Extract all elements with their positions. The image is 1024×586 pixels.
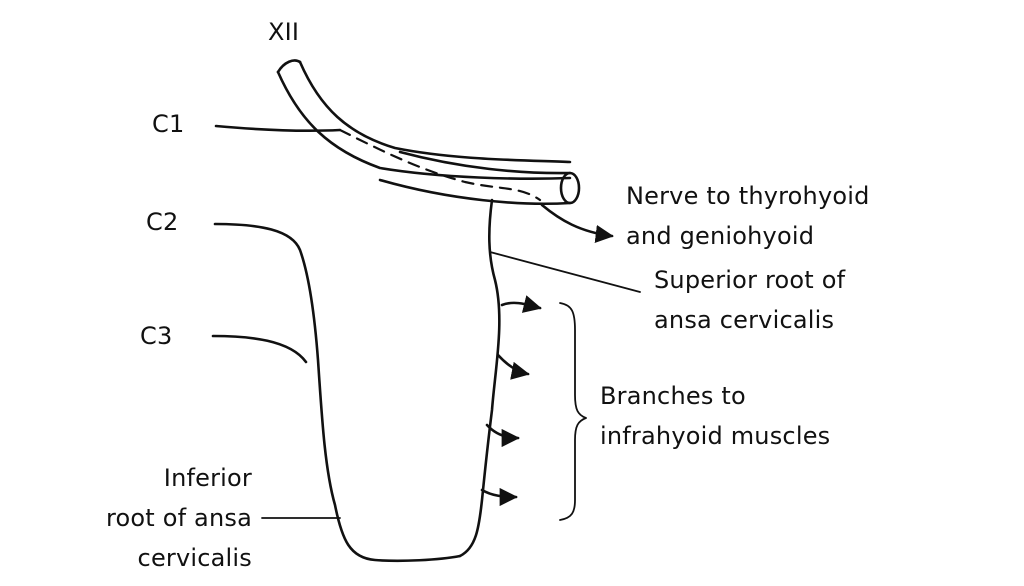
label-branches-1: Branches to	[600, 382, 746, 410]
label-thyrohyoid-nerve-1: Nerve to thyrohyoid	[626, 182, 870, 210]
branches-brace	[559, 302, 587, 521]
label-superior-root-2: ansa cervicalis	[654, 306, 835, 334]
label-c2: C2	[146, 208, 179, 236]
branch-arrow-2	[496, 353, 530, 380]
superior-root-pointer	[489, 251, 641, 293]
label-c1: C1	[152, 110, 185, 138]
c3-connector-line	[211, 334, 308, 364]
hypoglossal-nerve-upper-edge	[276, 70, 572, 180]
label-thyrohyoid-nerve-2: and geniohyoid	[626, 222, 815, 250]
branch-arrow-3	[485, 423, 520, 448]
label-inferior-root-1: Inferior	[163, 464, 252, 492]
hypoglossal-nerve-tube-bottom	[378, 178, 572, 206]
label-superior-root-1: Superior root of	[654, 266, 846, 294]
hypoglossal-nerve-tube-top	[398, 150, 572, 175]
hypoglossal-nerve-proximal-cap	[276, 59, 302, 74]
thyrohyoid-nerve-arrow	[540, 203, 614, 243]
label-xii: XII	[268, 18, 300, 46]
label-inferior-root-3: cervicalis	[137, 544, 252, 572]
superior-root-line	[458, 198, 501, 558]
inferior-root-line	[213, 222, 462, 563]
c1-connector-line	[214, 124, 342, 133]
branch-arrow-4	[480, 487, 518, 507]
branch-arrow-1	[500, 295, 542, 313]
label-c3: C3	[140, 322, 173, 350]
label-branches-2: infrahyoid muscles	[600, 422, 831, 450]
label-inferior-root-2: root of ansa	[105, 504, 252, 532]
hypoglossal-nerve-lower-edge	[298, 60, 572, 164]
c1-fibres-dashed	[338, 128, 542, 202]
